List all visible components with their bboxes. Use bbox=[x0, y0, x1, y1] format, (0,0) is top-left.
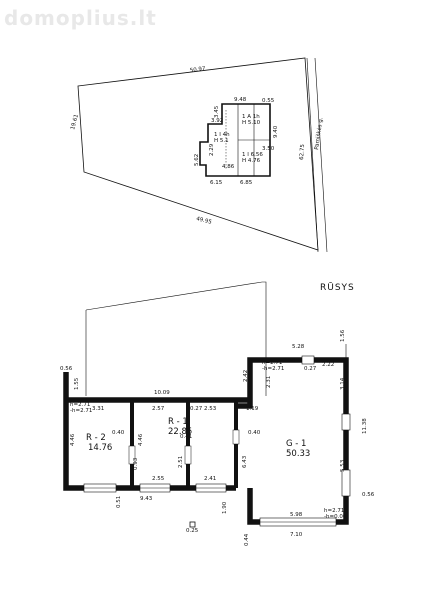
dim: 9.43 bbox=[140, 496, 153, 502]
dim-bottom: 49.95 bbox=[196, 216, 213, 226]
dim: 0.44 bbox=[244, 533, 250, 546]
height-note: h=2.71-h=2.71 bbox=[70, 402, 92, 414]
dim-b7: 5.62 bbox=[194, 154, 200, 166]
dim-b11: 6.85 bbox=[240, 180, 253, 186]
dim: 0.93 bbox=[133, 457, 139, 470]
dim: 5.28 bbox=[292, 344, 305, 350]
openings bbox=[83, 355, 351, 528]
walls bbox=[63, 357, 349, 525]
dim: 2.53 bbox=[204, 406, 217, 412]
street-name: Pamiškės g. bbox=[313, 117, 325, 151]
dim-b2: 0.55 bbox=[262, 98, 275, 104]
dim-b9: 4.86 bbox=[222, 164, 235, 170]
dim: 2.30 bbox=[283, 358, 296, 364]
dim: 1.19 bbox=[246, 406, 259, 412]
dim: 5.53 bbox=[340, 459, 346, 472]
room-code: R - 1 bbox=[168, 417, 188, 427]
road-line bbox=[306, 57, 319, 253]
dim: 0.41 bbox=[180, 434, 192, 440]
height-note: h=2.71-h=2.71 bbox=[262, 360, 284, 372]
dim: 11.38 bbox=[362, 418, 368, 434]
height-note: h=2.71-h=0.00 bbox=[324, 508, 347, 520]
dim: 0.25 bbox=[186, 528, 199, 534]
dim: 0.56 bbox=[60, 366, 73, 372]
dim: 0.40 bbox=[112, 430, 125, 436]
site-plan: Pamiškės g. 50.97 19.61 49.95 62.75 9.48… bbox=[70, 57, 328, 253]
dim-b10: 6.15 bbox=[210, 180, 223, 186]
dim: 2.22 bbox=[322, 362, 334, 368]
dim: 0.40 bbox=[248, 430, 261, 436]
dim: 1.55 bbox=[74, 377, 80, 390]
dim: 10.09 bbox=[154, 390, 170, 396]
floor-plan-title: RŪSYS bbox=[320, 282, 355, 293]
dim-b1: 9.48 bbox=[234, 97, 247, 103]
dim: 3.14 bbox=[340, 377, 346, 390]
building-footprint bbox=[199, 103, 271, 177]
dim-right: 62.75 bbox=[299, 144, 306, 161]
dim: 2.55 bbox=[152, 476, 165, 482]
dim-b3: 3.92 bbox=[211, 118, 223, 124]
dim: 4.46 bbox=[138, 433, 144, 446]
dim: 0.56 bbox=[362, 492, 375, 498]
dim: 2.31 bbox=[266, 376, 272, 388]
dim: 0.27 bbox=[190, 406, 203, 412]
dim-b6: 3.50 bbox=[262, 146, 275, 152]
terrain-outline bbox=[85, 281, 267, 396]
dim-b4: 3.45 bbox=[214, 105, 220, 118]
dim: 0.51 bbox=[116, 496, 122, 508]
room-area: 14.76 bbox=[88, 443, 112, 453]
floor-dimensions: 0.56 1.55 10.09 2.42 5.28 1.56 2.30 0.27… bbox=[60, 329, 375, 546]
dim: 7.10 bbox=[290, 532, 303, 538]
room-area: 50.33 bbox=[286, 449, 310, 459]
dim: 0.27 bbox=[304, 366, 317, 372]
road-line bbox=[314, 57, 328, 253]
floor-plan: RŪSYS bbox=[60, 281, 375, 546]
dim: 2.41 bbox=[204, 476, 216, 482]
dim: 5.98 bbox=[290, 512, 303, 518]
dim-top: 50.97 bbox=[190, 66, 207, 74]
dim: 2.57 bbox=[152, 406, 165, 412]
watermark: domoplius.lt bbox=[4, 6, 157, 30]
dim-left: 19.61 bbox=[70, 114, 80, 131]
dim-b8: 2.29 bbox=[209, 143, 215, 156]
dim: 1.56 bbox=[340, 329, 346, 342]
dim: 2.51 bbox=[178, 456, 184, 468]
dim: 3.31 bbox=[92, 406, 104, 412]
room-area: 22.85 bbox=[168, 427, 192, 437]
dim: 4.46 bbox=[70, 433, 76, 446]
dim: 1.90 bbox=[222, 501, 228, 514]
dim: 2.42 bbox=[243, 370, 249, 382]
dim: 6.43 bbox=[242, 455, 248, 468]
room-code: R - 2 bbox=[86, 433, 106, 443]
dim-b5: 9.40 bbox=[273, 125, 279, 138]
room-code: G - 1 bbox=[286, 439, 306, 449]
